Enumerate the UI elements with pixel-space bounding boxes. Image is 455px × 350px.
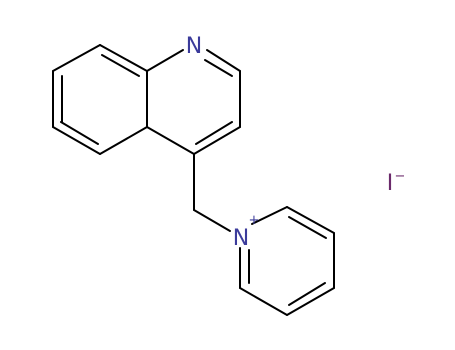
bond (146, 49, 184, 72)
iodide-negative-charge: − (395, 169, 406, 184)
bond (193, 209, 231, 232)
pyridinium-nitrogen-label: N (233, 226, 249, 251)
double-bond-inner (195, 121, 233, 145)
double-bond-inner (288, 282, 326, 306)
bond (239, 287, 288, 316)
bond (251, 206, 288, 225)
double-bond-inner (60, 121, 99, 145)
double-bond-inner (204, 59, 233, 77)
bond (146, 126, 195, 155)
iodide-label: I (387, 171, 394, 196)
pyridinium-positive-charge: + (249, 213, 260, 228)
methylene-linker-bonds (193, 153, 231, 232)
bond (99, 126, 148, 155)
double-bond-inner (101, 54, 140, 77)
quinoline-nitrogen-label: N (186, 34, 202, 59)
bond (52, 126, 101, 155)
bond (286, 287, 335, 316)
bond (286, 206, 335, 234)
bond (206, 49, 241, 72)
pyridinium-bonds (239, 206, 335, 316)
quinoline-bonds (52, 44, 241, 155)
double-bond-inner (288, 216, 327, 239)
bond (99, 44, 148, 72)
bond (193, 126, 241, 155)
bond (52, 44, 101, 72)
